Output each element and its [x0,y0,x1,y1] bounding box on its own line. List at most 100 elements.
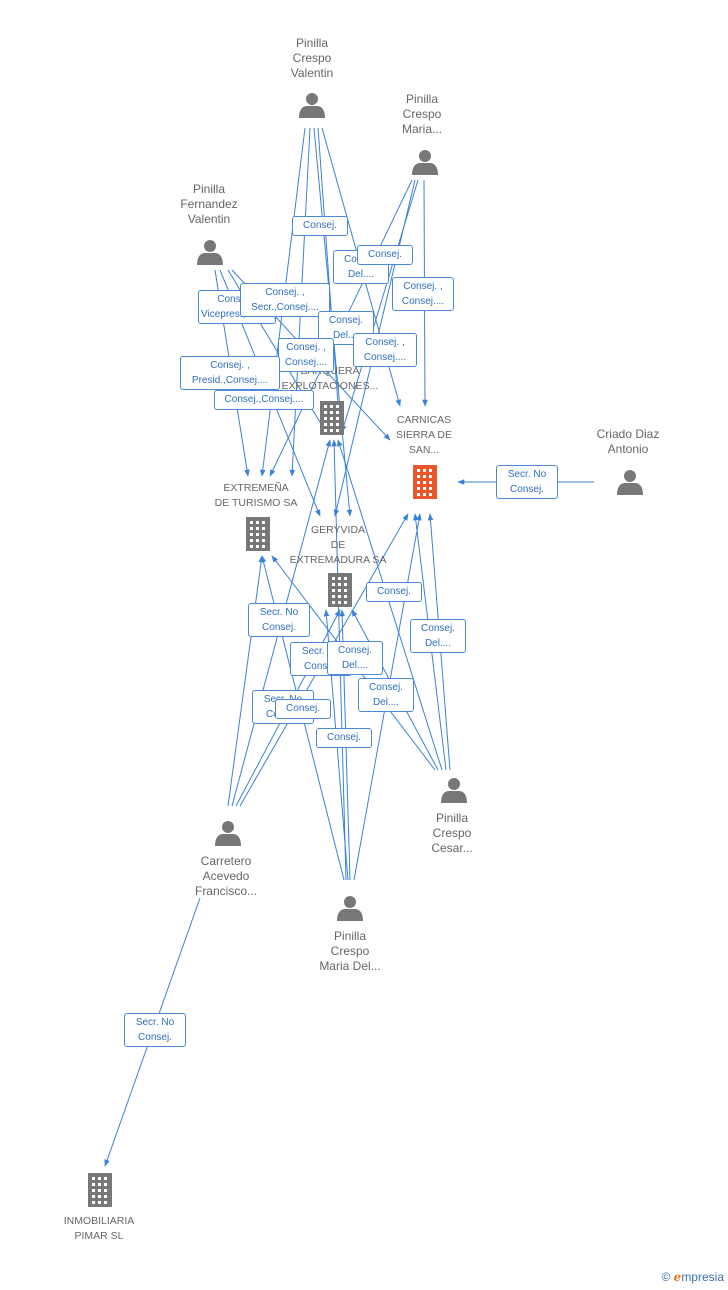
person-icon[interactable] [337,896,363,921]
edge-label-line: Consej. , [365,337,405,348]
node-label-line: Maria... [401,122,442,136]
edge-label-13[interactable]: Consej. [366,582,422,602]
edge-label-3[interactable]: Consej. , Consej.... [392,277,454,311]
edge-label-line: Del.... [372,697,400,708]
person-icon[interactable] [299,93,325,118]
edge-label-line: Del.... [347,269,375,280]
company-label-ext[interactable]: EXTREMEÑA DE TURISMO SA [196,481,316,511]
brand-e: e [673,1270,682,1284]
edge-label-0[interactable]: Consej. [292,216,348,236]
edge-label-line: Del.... [341,660,369,671]
node-label-line: Valentin [187,212,231,226]
node-label-line: SIERRA DE [395,429,453,441]
person-icon[interactable] [412,150,438,175]
node-label-line: Fernandez [180,197,238,211]
node-label-line: Pinilla [333,929,366,943]
node-label-line: Valentin [290,66,334,80]
edge-label-line: Consej. , [210,360,250,371]
edge-label-line: Consej. [304,661,338,672]
node-label-line: Pinilla [405,92,438,106]
node-label-line: Pinilla [435,811,468,825]
edge-label-8[interactable]: Consej. , Consej.... [278,338,334,372]
edge-label-11[interactable]: Secr. No Consej. [496,465,558,499]
person-icon[interactable] [441,778,467,803]
brand-name: mpresia [681,1270,724,1284]
edge-label-7[interactable]: Consej. ,Consej.... [353,333,417,367]
edge-label-16[interactable]: Consej. Del.... [327,641,383,675]
edge-label-line: Secr. No [259,607,299,618]
edge-label-line: Presid.,Consej.... [191,375,269,386]
node-label-line: Cesar... [431,841,473,855]
node-label-line: SAN... [408,444,440,456]
edge-label-line: Consej. [368,249,402,260]
edge-label-line: Secr. No [135,1017,175,1028]
node-label-line: DE [330,539,346,551]
edge-label-line: Del.... [424,638,452,649]
person-icon[interactable] [617,470,643,495]
node-label-line: EXPLOTACIONES... [281,380,379,392]
edge-label-14[interactable]: Consej.Del.... [410,619,466,653]
edge-label-line: Consej. , [403,281,443,292]
node-label-line: Maria Del... [319,959,381,973]
edge-label-17[interactable]: Consej. Del.... [358,678,414,712]
edge-label-line: Del.... [332,330,360,341]
building-icon[interactable] [328,573,352,607]
node-label-line: Crespo [292,51,332,65]
node-label-line: Francisco... [194,884,257,898]
edge-line-21 [227,555,264,807]
node-label-line: Criado Diaz [596,427,660,441]
edge-label-line: Secr.,Consej.... [251,302,319,313]
node-label-line: EXTREMEÑA [223,482,289,494]
building-icon[interactable] [88,1173,112,1207]
edge-label-2[interactable]: Consej. [357,245,413,265]
edge-label-line: Consej. , [286,342,326,353]
node-label-line: Crespo [330,944,370,958]
building-icon[interactable] [413,465,437,499]
node-label-line: INMOBILIARIA [63,1215,135,1227]
empresia-logo: © empresia [661,1270,724,1284]
person-icon[interactable] [215,821,241,846]
person-icon[interactable] [197,240,223,265]
edge-label-line: Consej.... [284,357,328,368]
edge-label-20[interactable]: Consej. [316,728,372,748]
edge-label-line: Consej. [303,220,337,231]
edge-label-21[interactable]: Secr. No Consej. [124,1013,186,1047]
building-icon[interactable] [320,401,344,435]
edge-label-5[interactable]: Consej. , Secr.,Consej.... [240,283,330,317]
node-label-line: DE TURISMO SA [214,497,298,509]
edge-label-line: Consej.... [401,296,445,307]
edge-label-line: Consej. [329,315,363,326]
edge-label-line: Vicepres.,Consej.... [201,309,275,320]
node-label-line: PIMAR SL [74,1230,124,1242]
edge-label-line: Consej. [338,645,372,656]
edge-label-10[interactable]: Consej.,Consej.... [214,390,314,410]
edge-label-line: Consej. [262,622,296,633]
edge-label-12[interactable]: Secr. No Consej. [248,603,310,637]
edge-label-line: Consej. [510,484,544,495]
edge-label-line: Consej. [138,1032,172,1043]
copyright-icon: © [661,1270,671,1284]
company-label-inm[interactable]: INMOBILIARIA PIMAR SL [39,1214,159,1244]
building-icon[interactable] [246,517,270,551]
edge-label-line: Secr. No [301,646,341,657]
edge-label-19[interactable]: Consej. [275,699,331,719]
edge-label-line: Consej. [286,703,320,714]
edge-label-line: Consej. [369,682,403,693]
edge-label-line: Consej. , [265,287,305,298]
edge-label-line: Consej. [377,586,411,597]
node-label-line: Crespo [432,826,472,840]
edge-label-line: Secr. No [507,469,547,480]
edge-label-9[interactable]: Consej. , Presid.,Consej.... [180,356,280,390]
edge-label-line: Consej.,Consej.... [224,394,304,405]
edge-line-2 [317,127,343,433]
node-label-line: GERYVIDA [310,524,366,536]
